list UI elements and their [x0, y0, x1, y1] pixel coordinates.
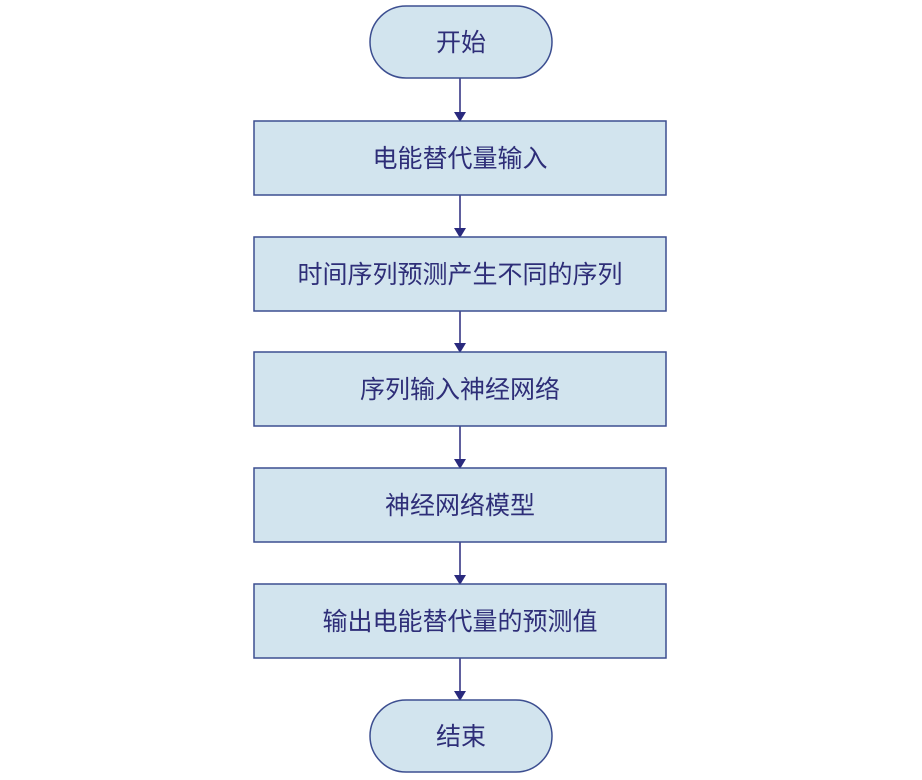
- step-label: 电能替代量输入: [372, 144, 547, 173]
- start-label: 开始: [436, 28, 486, 57]
- end-label: 结束: [436, 722, 486, 751]
- step-label: 输出电能替代量的预测值: [322, 607, 597, 636]
- process-step-2: 时间序列预测产生不同的序列: [253, 236, 667, 312]
- process-step-4: 神经网络模型: [253, 467, 667, 543]
- step-label: 序列输入神经网络: [360, 375, 560, 404]
- process-step-5: 输出电能替代量的预测值: [253, 583, 667, 659]
- process-step-1: 电能替代量输入: [253, 120, 667, 196]
- end-node: 结束: [369, 699, 553, 773]
- start-node: 开始: [369, 5, 553, 79]
- process-step-3: 序列输入神经网络: [253, 351, 667, 427]
- step-label: 时间序列预测产生不同的序列: [297, 260, 622, 289]
- step-label: 神经网络模型: [385, 491, 535, 520]
